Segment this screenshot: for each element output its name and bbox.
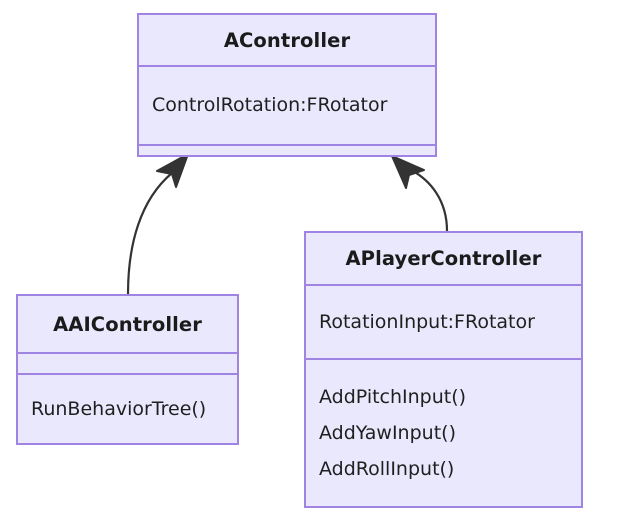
- operation-item: RunBehaviorTree(): [31, 397, 207, 420]
- generalization-edge-aplayercontroller-to-acontroller[interactable]: [391, 155, 449, 233]
- generalization-arrowhead-icon: [156, 153, 189, 188]
- operation-item: AddRollInput(): [319, 457, 455, 480]
- operations-compartment: AddPitchInput() AddYawInput() AddRollInp…: [306, 358, 581, 506]
- attributes-compartment: RotationInput:FRotator: [306, 284, 581, 358]
- operations-compartment: [139, 144, 435, 155]
- class-name-compartment: AController: [139, 15, 435, 65]
- class-name-label: AAIController: [53, 312, 202, 336]
- generalization-edge-aaicontroller-to-acontroller[interactable]: [126, 153, 189, 296]
- attributes-compartment: [18, 352, 237, 373]
- operation-item: AddYawInput(): [319, 421, 456, 444]
- class-box-aaicontroller[interactable]: AAIController RunBehaviorTree(): [16, 294, 239, 445]
- attribute-item: RotationInput:FRotator: [319, 310, 535, 333]
- operation-item: AddPitchInput(): [319, 385, 467, 408]
- attributes-compartment: ControlRotation:FRotator: [139, 65, 435, 144]
- attribute-item: ControlRotation:FRotator: [152, 94, 388, 116]
- class-name-compartment: AAIController: [18, 296, 237, 352]
- operations-compartment: RunBehaviorTree(): [18, 373, 237, 443]
- class-name-label: AController: [223, 28, 351, 52]
- class-box-aplayercontroller[interactable]: APlayerController RotationInput:FRotator…: [304, 231, 583, 508]
- class-name-label: APlayerController: [345, 247, 542, 270]
- class-name-compartment: APlayerController: [306, 233, 581, 284]
- generalization-arrowhead-icon: [391, 155, 425, 189]
- class-box-acontroller[interactable]: AController ControlRotation:FRotator: [137, 13, 437, 157]
